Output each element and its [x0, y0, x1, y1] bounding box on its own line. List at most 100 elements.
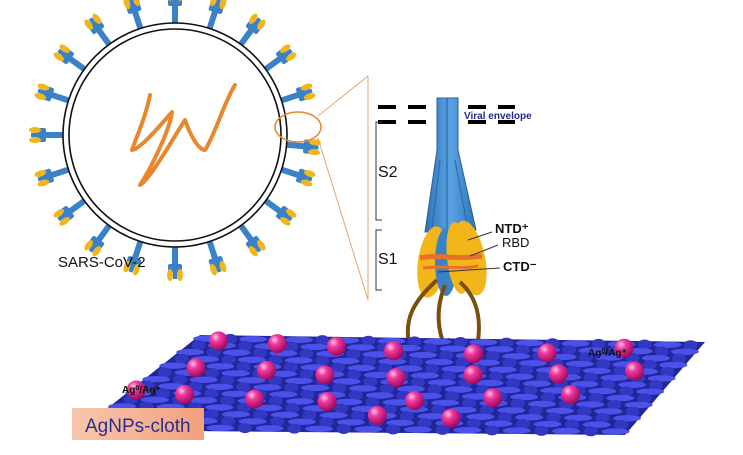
weave-thread [466, 418, 481, 429]
weave-thread [363, 371, 392, 379]
weave-thread [255, 425, 284, 432]
weave-thread [332, 378, 361, 385]
weave-thread [497, 412, 512, 423]
weave-thread [613, 366, 628, 377]
weave-thread [284, 357, 313, 364]
weave-thread [518, 360, 547, 367]
weave-thread [583, 372, 598, 383]
weave-thread [411, 372, 439, 379]
weave-thread [462, 393, 490, 400]
weave-thread [439, 345, 468, 352]
agnps-cloth [80, 331, 705, 437]
weave-thread [220, 395, 235, 406]
weave-thread [659, 361, 688, 369]
ntd-label: NTD⁺ [495, 221, 529, 236]
weave-thread [191, 340, 206, 351]
weave-thread [362, 356, 376, 367]
spike-stalk-s2 [424, 97, 477, 233]
weave-thread [624, 401, 653, 409]
weave-thread [407, 336, 422, 347]
weave-thread [396, 385, 425, 393]
weave-thread [618, 381, 647, 388]
weave-thread [156, 388, 171, 399]
ag-nanoparticle [537, 343, 557, 363]
weave-thread [534, 425, 549, 436]
weave-thread [441, 365, 470, 373]
ag-nanoparticle [614, 338, 634, 358]
weave-thread [660, 366, 675, 377]
weave-thread [269, 370, 297, 378]
weave-thread [613, 415, 642, 422]
weave-thread [336, 424, 351, 434]
weave-thread [435, 424, 450, 435]
weave-thread [284, 341, 299, 352]
virus-spike [167, 247, 183, 281]
weave-thread [221, 370, 250, 377]
virus-spike [202, 0, 228, 31]
ag-nanoparticle [245, 389, 265, 409]
weave-thread [619, 386, 634, 397]
weave-thread [332, 383, 347, 394]
weave-thread [515, 339, 544, 347]
ag-nanoparticle [326, 336, 346, 356]
weave-thread [515, 344, 530, 355]
weave-thread [189, 397, 218, 404]
weave-thread [564, 414, 593, 421]
weave-thread [140, 396, 169, 403]
weave-thread [362, 351, 391, 358]
s1-label: S1 [378, 251, 398, 268]
weave-thread [287, 418, 316, 425]
weave-thread [253, 348, 267, 358]
weave-thread [431, 399, 460, 407]
rbd-label: RBD [502, 235, 529, 250]
virus-spike [279, 162, 317, 188]
weave-thread [582, 367, 611, 375]
weave-thread [400, 411, 414, 422]
weave-thread [653, 341, 682, 348]
weave-thread [469, 339, 498, 346]
weave-thread [236, 382, 251, 393]
weave-thread [606, 394, 635, 402]
s1-bracket [375, 229, 382, 291]
weave-thread [479, 405, 494, 416]
weave-thread [361, 335, 376, 346]
ag-nanoparticle [186, 358, 206, 378]
ag-nanoparticle [483, 388, 503, 408]
weave-thread [431, 404, 446, 415]
weave-thread [502, 427, 531, 434]
weave-thread [354, 426, 383, 433]
weave-thread [363, 376, 378, 387]
weave-thread [417, 413, 446, 420]
weave-thread [204, 388, 219, 399]
weave-thread [455, 357, 470, 368]
weave-thread [221, 390, 250, 398]
weave-thread [502, 358, 517, 368]
weave-thread [268, 396, 283, 407]
weave-thread [427, 384, 442, 395]
virus-spike [33, 162, 71, 188]
weave-thread [237, 356, 266, 363]
weave-thread [319, 412, 348, 419]
ag-nanoparticle [386, 368, 406, 388]
weave-thread [378, 363, 392, 374]
weave-thread [287, 423, 302, 434]
virus-spikes [29, 0, 322, 281]
ag-nanoparticle [405, 391, 424, 411]
weave-thread [596, 359, 611, 370]
s2-bracket [375, 121, 382, 221]
weave-thread [485, 346, 514, 353]
weave-thread [485, 351, 500, 361]
weave-thread [302, 410, 317, 421]
weave-thread [300, 389, 315, 400]
weave-thread [173, 374, 187, 385]
virus-spike [279, 82, 317, 108]
weave-thread [637, 393, 652, 404]
ag-nanoparticle [441, 408, 461, 428]
weave-thread [334, 403, 348, 414]
weave-thread [253, 384, 282, 391]
weave-thread [157, 367, 172, 378]
weave-thread [485, 425, 499, 436]
weave-thread [382, 404, 397, 415]
ctd-label: CTD⁻ [503, 259, 537, 274]
weave-thread [176, 348, 205, 356]
